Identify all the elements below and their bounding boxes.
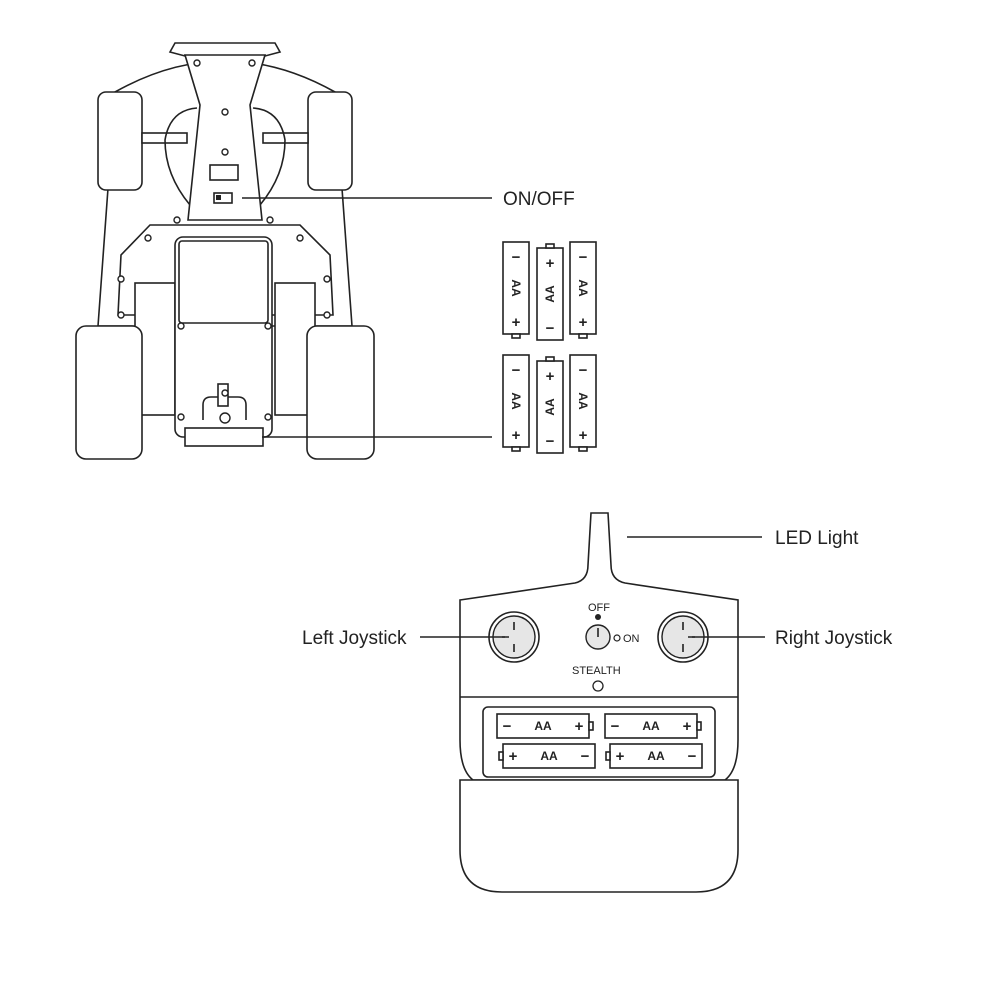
screw [296, 234, 304, 242]
screws [117, 59, 331, 421]
battery-type-label: AA [540, 749, 558, 763]
screw [266, 216, 274, 224]
screw [177, 322, 185, 330]
stealth-led [592, 680, 604, 692]
battery-terminal-bottom: + [512, 314, 521, 331]
battery-terminal-bottom: + [579, 427, 588, 444]
remote-controller[interactable]: OFF ON STEALTH − AA + − AA + + AA − + AA − [459, 512, 739, 893]
right-steering-arm [252, 107, 286, 206]
switch-knob [216, 195, 221, 200]
rear-left-wheel [75, 325, 143, 460]
battery-lid[interactable] [459, 779, 739, 893]
battery-terminal-left: − [503, 718, 512, 735]
aa-battery: − + AA [502, 241, 530, 339]
battery-type-label: AA [509, 279, 523, 297]
aa-battery: − + AA [569, 354, 597, 452]
battery-type-label: AA [509, 392, 523, 410]
screw [117, 275, 125, 283]
stealth-label: STEALTH [572, 665, 621, 677]
screw [248, 59, 256, 67]
left-steering-arm [164, 107, 198, 206]
battery-terminal-bottom: − [546, 320, 555, 337]
bumper-mount [209, 164, 239, 181]
screw [173, 216, 181, 224]
aa-battery: − AA + [604, 713, 702, 739]
spoiler [168, 42, 282, 57]
rear-right-wheel [306, 325, 375, 460]
battery-terminal-bottom: + [512, 427, 521, 444]
aa-battery: + AA − [498, 743, 596, 769]
on-off-label: ON/OFF [503, 189, 575, 210]
aa-battery: + − AA [536, 243, 564, 341]
screw [221, 148, 229, 156]
rc-car-underside [75, 42, 375, 460]
battery-terminal-top: − [579, 249, 588, 266]
battery-type-label: AA [647, 749, 665, 763]
battery-terminal-top: + [546, 368, 555, 385]
battery-type-label: AA [543, 398, 557, 416]
aa-battery: + AA − [605, 743, 703, 769]
battery-cover-panel [178, 240, 269, 324]
left-joystick-label: Left Joystick [302, 628, 407, 649]
switch-on-label: ON [623, 633, 640, 645]
screw [144, 234, 152, 242]
remote-batteries: − AA + − AA + + AA − + AA − [496, 713, 703, 769]
off-indicator [595, 614, 601, 620]
car-battery-pack: − + AA + − AA − + AA − + AA + − AA − + AA [502, 241, 597, 454]
battery-terminal-bottom: − [546, 433, 555, 450]
front-left-wheel [97, 91, 143, 191]
battery-terminal-top: − [512, 249, 521, 266]
screw [264, 322, 272, 330]
switch-off-label: OFF [588, 602, 610, 614]
battery-terminal-right: + [575, 718, 584, 735]
battery-type-label: AA [576, 392, 590, 410]
battery-terminal-right: − [688, 748, 697, 765]
screw [323, 311, 331, 319]
battery-terminal-left: + [616, 748, 625, 765]
remote-battery-compartment [482, 706, 716, 778]
battery-terminal-left: + [509, 748, 518, 765]
aa-battery: − + AA [502, 354, 530, 452]
on-indicator [613, 634, 621, 642]
front-right-wheel [307, 91, 353, 191]
screw [177, 413, 185, 421]
screw [221, 108, 229, 116]
latch-screw [219, 412, 231, 424]
screw [264, 413, 272, 421]
battery-terminal-right: + [683, 718, 692, 735]
screw [117, 311, 125, 319]
battery-terminal-top: + [546, 255, 555, 272]
battery-terminal-left: − [611, 718, 620, 735]
battery-terminal-right: − [581, 748, 590, 765]
aa-battery: + − AA [536, 356, 564, 454]
battery-type-label: AA [534, 719, 552, 733]
center-plate [183, 54, 267, 221]
battery-cover[interactable] [174, 236, 273, 438]
battery-terminal-top: − [512, 362, 521, 379]
battery-terminal-top: − [579, 362, 588, 379]
battery-type-label: AA [642, 719, 660, 733]
aa-battery: − + AA [569, 241, 597, 339]
right-joystick-label: Right Joystick [775, 628, 893, 649]
aa-battery: − AA + [496, 713, 594, 739]
battery-type-label: AA [543, 285, 557, 303]
screw [221, 389, 229, 397]
on-off-switch[interactable] [213, 192, 233, 204]
rear-bumper [184, 427, 264, 447]
battery-type-label: AA [576, 279, 590, 297]
power-switch[interactable] [585, 624, 611, 650]
led-light-label: LED Light [775, 528, 859, 549]
screw [323, 275, 331, 283]
battery-terminal-bottom: + [579, 314, 588, 331]
screw [193, 59, 201, 67]
